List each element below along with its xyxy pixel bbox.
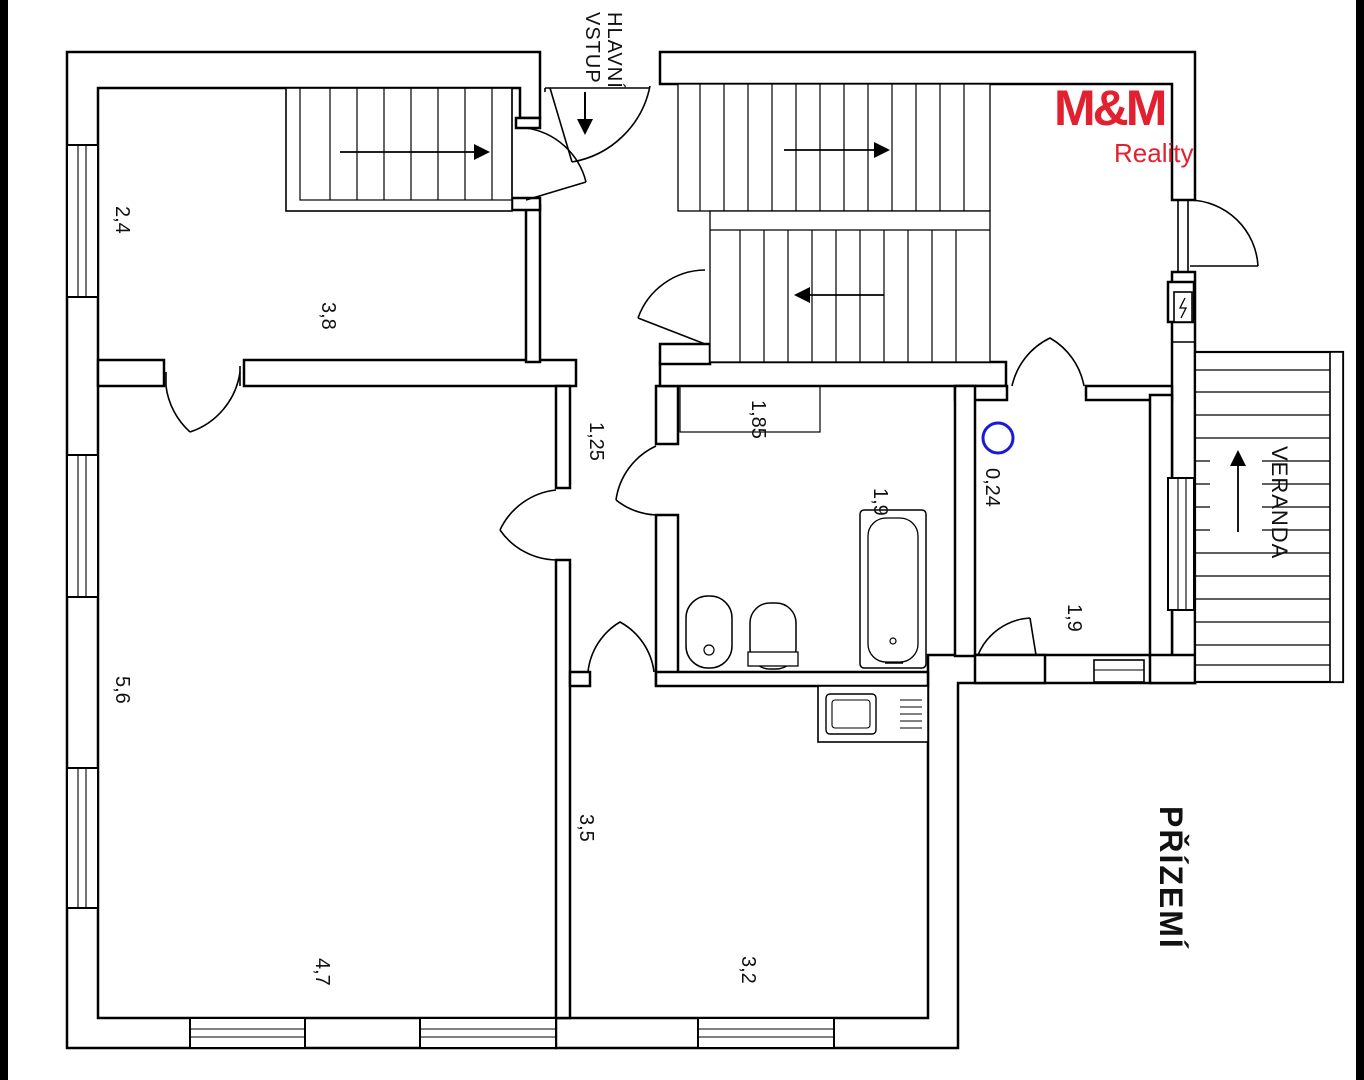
circle-marker [981,421,1015,455]
hall-width: 1,25 [585,422,607,461]
veranda-label: VERANDA [1267,446,1292,559]
wc-width: 0,24 [981,468,1003,507]
kitchen-width: 3,2 [737,956,759,984]
floor-label: PŘÍZEMÍ [1153,806,1189,950]
main-staircase [677,83,991,363]
interior-walls [96,116,1197,1020]
room1-depth: 2,4 [111,206,133,234]
veranda [1193,350,1345,684]
room1-width: 3,8 [317,302,339,330]
company-logo: M&M Reality [1054,80,1193,168]
entrance-label-line1: HLAVNÍ [603,12,626,89]
wc-window [1093,659,1145,683]
living-depth: 5,6 [111,676,133,704]
left-windows [66,144,99,909]
bath-width: 1,85 [747,400,769,439]
logo-brand: M&M [1054,80,1165,136]
bathroom-fixtures [679,385,927,670]
wc-depth: 1,9 [1063,604,1085,632]
kitchen-sink [817,685,929,743]
kitchen-depth: 3,5 [575,814,597,842]
living-width: 4,7 [311,958,333,986]
left-staircase [285,87,513,212]
bath-tub-length: 1,9 [869,488,891,516]
bottom-windows [189,1017,835,1049]
entrance-label-line2: VSTUP [581,12,603,84]
logo-sub: Reality [1114,138,1193,168]
doors [165,85,1259,673]
electric-box [1173,291,1193,323]
